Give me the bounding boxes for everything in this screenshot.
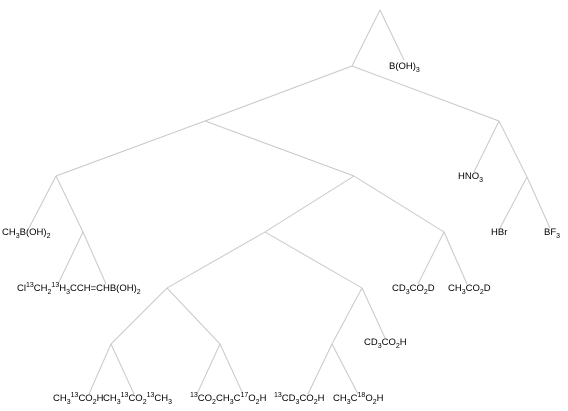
edge bbox=[55, 120, 206, 177]
edge bbox=[351, 9, 381, 67]
edge bbox=[166, 287, 221, 345]
leaf-label-bottom-4: 13CD3CO2H bbox=[274, 391, 325, 406]
edge bbox=[204, 120, 355, 177]
leaf-label-hbr: HBr bbox=[491, 227, 508, 238]
edge bbox=[219, 343, 244, 395]
edge bbox=[88, 343, 112, 395]
edge bbox=[204, 65, 353, 122]
leaf-label-hno3: HNO3 bbox=[458, 171, 484, 184]
leaf-label-cd3co2h: CD3CO2H bbox=[364, 337, 407, 350]
edge bbox=[417, 231, 445, 285]
edge bbox=[57, 231, 84, 285]
leaf-label-ch3boh2: CH3B(OH)2 bbox=[2, 227, 51, 240]
leaf-label-bottom-5: CH3C18O2H bbox=[333, 391, 384, 406]
edge bbox=[379, 9, 405, 61]
leaf-label-cl13: Cl13CH213H3CCH=CHB(OH)2 bbox=[17, 281, 141, 296]
leaf-label-bf3: BF3 bbox=[544, 227, 561, 240]
edge bbox=[443, 231, 468, 285]
edge bbox=[196, 343, 221, 395]
leaf-label-bottom-3: 13CO2CH3C17O2H bbox=[190, 391, 267, 406]
edge bbox=[499, 176, 528, 229]
edge bbox=[264, 231, 363, 289]
edge bbox=[473, 120, 500, 173]
edge bbox=[166, 231, 266, 289]
edge bbox=[110, 343, 135, 395]
edge bbox=[307, 343, 333, 395]
edge bbox=[331, 343, 359, 395]
leaf-label-bottom-1: CH313CO2H bbox=[53, 391, 104, 406]
leaf-label-ch3co2d: CH3CO2D bbox=[448, 283, 491, 296]
leaf-label-cd3co2d: CD3CO2D bbox=[392, 283, 435, 296]
edge bbox=[498, 120, 528, 178]
edge bbox=[82, 231, 107, 285]
tree-edges bbox=[28, 9, 551, 395]
edge bbox=[526, 176, 551, 229]
leaf-label-boh3: B(OH)3 bbox=[389, 61, 420, 74]
edge bbox=[351, 65, 500, 122]
edge bbox=[110, 287, 168, 345]
edge bbox=[361, 287, 386, 339]
edge bbox=[55, 175, 84, 233]
edge bbox=[331, 287, 363, 345]
edge bbox=[353, 175, 445, 233]
edge bbox=[28, 175, 57, 229]
edge bbox=[264, 175, 355, 233]
leaf-label-bottom-2: CH313CO213CH3 bbox=[103, 391, 173, 406]
